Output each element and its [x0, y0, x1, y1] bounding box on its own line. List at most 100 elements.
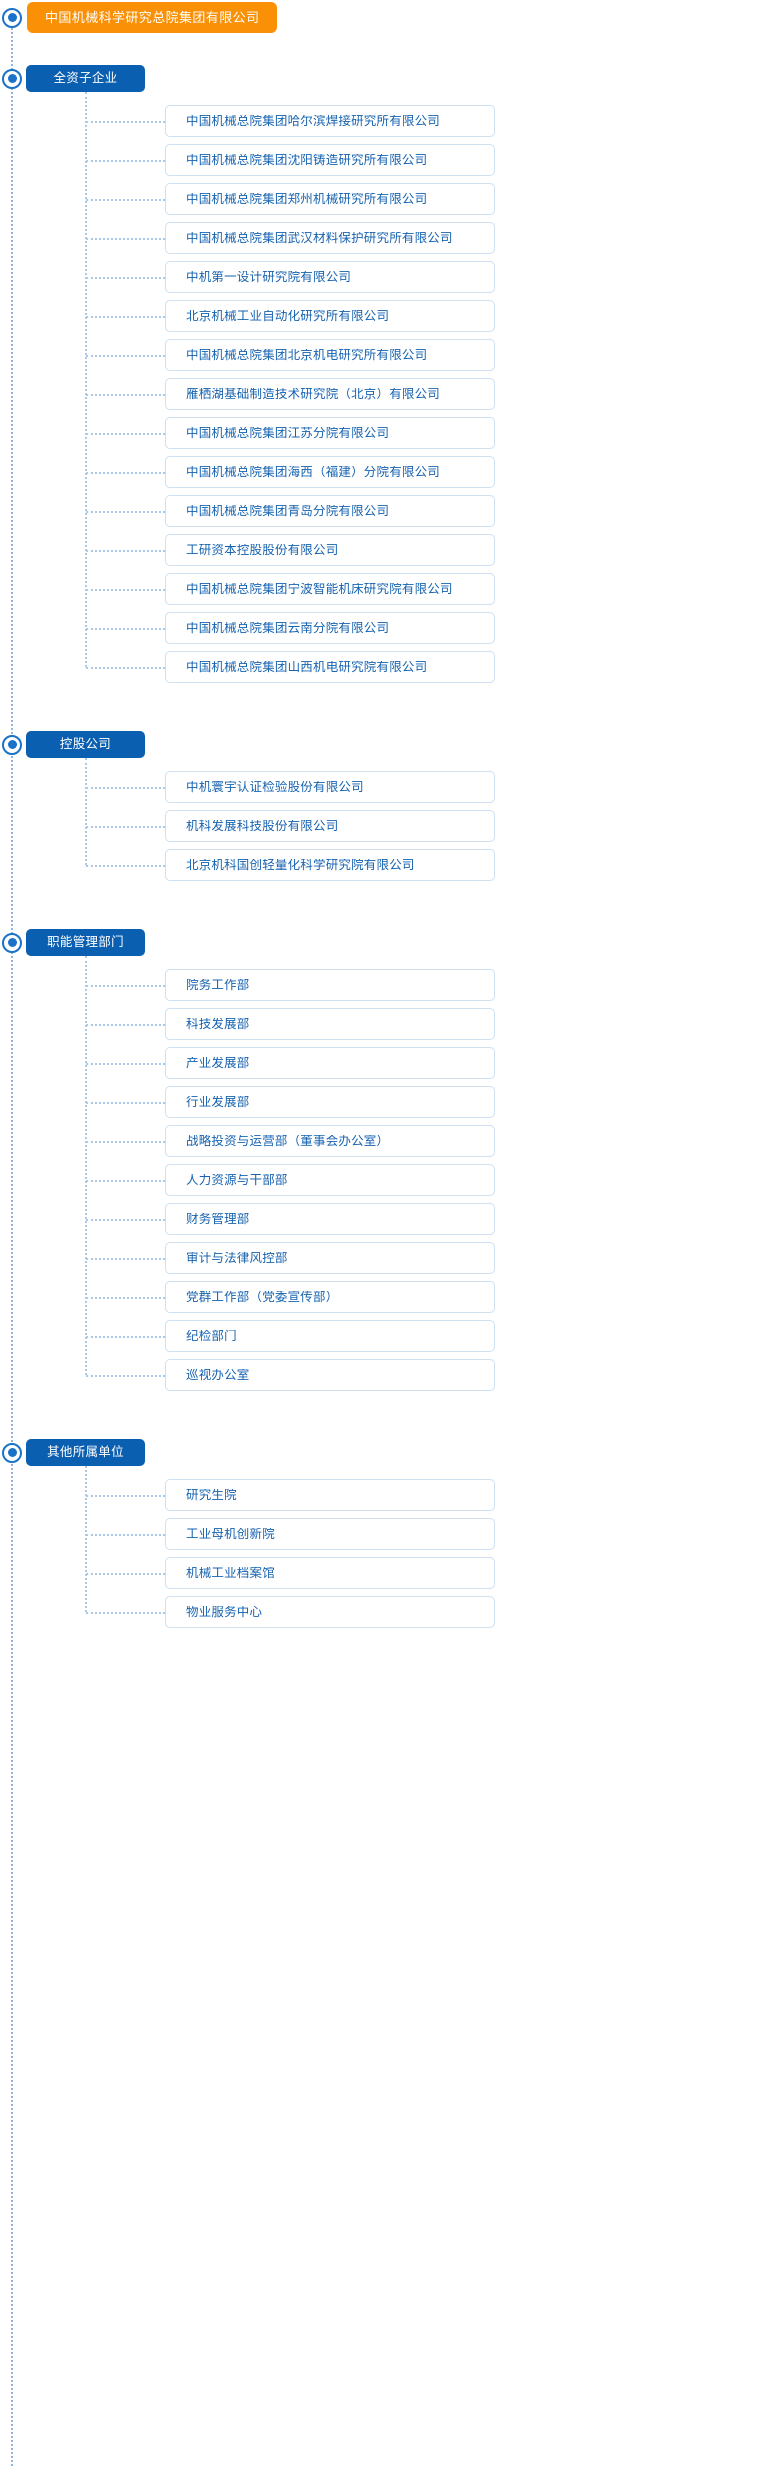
org-item-label: 党群工作部（党委宣传部）: [186, 1290, 339, 1304]
org-item-card[interactable]: 战略投资与运营部（董事会办公室）: [165, 1125, 495, 1157]
org-item-card[interactable]: 工研资本控股股份有限公司: [165, 534, 495, 566]
org-item-card[interactable]: 中国机械总院集团海西（福建）分院有限公司: [165, 456, 495, 488]
branch-connector: [86, 1375, 165, 1377]
org-item-label: 财务管理部: [186, 1212, 250, 1226]
section-header-3[interactable]: 其他所属单位: [26, 1439, 145, 1466]
org-item-label: 中国机械总院集团北京机电研究所有限公司: [186, 348, 428, 362]
org-item-card[interactable]: 人力资源与干部部: [165, 1164, 495, 1196]
org-item-card[interactable]: 科技发展部: [165, 1008, 495, 1040]
org-item-card[interactable]: 雁栖湖基础制造技术研究院（北京）有限公司: [165, 378, 495, 410]
branch-connector: [86, 865, 165, 867]
org-item-label: 北京机科国创轻量化科学研究院有限公司: [186, 858, 415, 872]
spine-marker-section-0: [2, 68, 22, 89]
branch-connector: [86, 472, 165, 474]
org-item-card[interactable]: 北京机械工业自动化研究所有限公司: [165, 300, 495, 332]
org-item-card[interactable]: 巡视办公室: [165, 1359, 495, 1391]
branch-connector: [86, 160, 165, 162]
org-item-card[interactable]: 研究生院: [165, 1479, 495, 1511]
org-item-card[interactable]: 中国机械总院集团宁波智能机床研究院有限公司: [165, 573, 495, 605]
section-header-label-1: 控股公司: [59, 737, 112, 752]
section-header-1[interactable]: 控股公司: [26, 731, 145, 758]
branch-connector: [86, 277, 165, 279]
spine-marker-section-2: [2, 932, 22, 953]
branch-connector: [86, 826, 165, 828]
org-item-card[interactable]: 党群工作部（党委宣传部）: [165, 1281, 495, 1313]
branch-connector: [86, 238, 165, 240]
branch-connector: [86, 1495, 165, 1497]
org-item-card[interactable]: 财务管理部: [165, 1203, 495, 1235]
section-header-2[interactable]: 职能管理部门: [26, 929, 145, 956]
org-item-card[interactable]: 工业母机创新院: [165, 1518, 495, 1550]
branch-connector: [86, 1141, 165, 1143]
org-item-card[interactable]: 行业发展部: [165, 1086, 495, 1118]
root-node-label: 中国机械科学研究总院集团有限公司: [45, 10, 260, 25]
branch-connector: [86, 1063, 165, 1065]
org-item-label: 研究生院: [186, 1488, 237, 1502]
org-item-card[interactable]: 物业服务中心: [165, 1596, 495, 1628]
branch-connector: [86, 1534, 165, 1536]
org-item-label: 中国机械总院集团沈阳铸造研究所有限公司: [186, 153, 428, 167]
branch-connector: [86, 1180, 165, 1182]
org-item-label: 中国机械总院集团青岛分院有限公司: [186, 504, 390, 518]
branch-connector: [86, 433, 165, 435]
timeline-spine: [11, 20, 13, 2466]
branch-connector: [86, 1258, 165, 1260]
org-item-card[interactable]: 北京机科国创轻量化科学研究院有限公司: [165, 849, 495, 881]
branch-connector: [86, 1219, 165, 1221]
org-item-label: 工研资本控股股份有限公司: [186, 543, 339, 557]
org-item-label: 机械工业档案馆: [186, 1566, 275, 1580]
org-item-card[interactable]: 中国机械总院集团武汉材料保护研究所有限公司: [165, 222, 495, 254]
branch-stem: [85, 758, 87, 865]
org-item-label: 雁栖湖基础制造技术研究院（北京）有限公司: [186, 387, 441, 401]
org-item-card[interactable]: 中国机械总院集团北京机电研究所有限公司: [165, 339, 495, 371]
org-item-card[interactable]: 中国机械总院集团沈阳铸造研究所有限公司: [165, 144, 495, 176]
org-item-card[interactable]: 中国机械总院集团青岛分院有限公司: [165, 495, 495, 527]
org-item-label: 中国机械总院集团宁波智能机床研究院有限公司: [186, 582, 453, 596]
branch-connector: [86, 550, 165, 552]
branch-connector: [86, 199, 165, 201]
org-item-card[interactable]: 中机第一设计研究院有限公司: [165, 261, 495, 293]
org-item-card[interactable]: 中国机械总院集团哈尔滨焊接研究所有限公司: [165, 105, 495, 137]
branch-connector: [86, 985, 165, 987]
branch-connector: [86, 787, 165, 789]
section-header-0[interactable]: 全资子企业: [26, 65, 145, 92]
org-item-card[interactable]: 中国机械总院集团山西机电研究院有限公司: [165, 651, 495, 683]
branch-connector: [86, 394, 165, 396]
org-item-card[interactable]: 院务工作部: [165, 969, 495, 1001]
spine-marker-root: [2, 7, 22, 28]
org-item-label: 科技发展部: [186, 1017, 250, 1031]
org-item-card[interactable]: 中国机械总院集团江苏分院有限公司: [165, 417, 495, 449]
org-item-card[interactable]: 机械工业档案馆: [165, 1557, 495, 1589]
org-item-card[interactable]: 审计与法律风控部: [165, 1242, 495, 1274]
org-item-label: 人力资源与干部部: [186, 1173, 288, 1187]
spine-marker-section-1: [2, 734, 22, 755]
branch-connector: [86, 628, 165, 630]
org-item-card[interactable]: 机科发展科技股份有限公司: [165, 810, 495, 842]
branch-stem: [85, 956, 87, 1375]
org-item-label: 纪检部门: [186, 1329, 237, 1343]
org-item-label: 产业发展部: [186, 1056, 250, 1070]
org-item-label: 中机寰宇认证检验股份有限公司: [186, 780, 364, 794]
org-item-label: 中国机械总院集团武汉材料保护研究所有限公司: [186, 231, 453, 245]
org-item-label: 战略投资与运营部（董事会办公室）: [186, 1134, 390, 1148]
branch-connector: [86, 589, 165, 591]
org-item-card[interactable]: 纪检部门: [165, 1320, 495, 1352]
org-item-card[interactable]: 产业发展部: [165, 1047, 495, 1079]
branch-connector: [86, 511, 165, 513]
branch-stem: [85, 92, 87, 667]
branch-connector: [86, 355, 165, 357]
org-item-label: 中国机械总院集团哈尔滨焊接研究所有限公司: [186, 114, 441, 128]
org-item-card[interactable]: 中国机械总院集团郑州机械研究所有限公司: [165, 183, 495, 215]
org-item-label: 中国机械总院集团山西机电研究院有限公司: [186, 660, 428, 674]
org-item-card[interactable]: 中国机械总院集团云南分院有限公司: [165, 612, 495, 644]
org-item-label: 工业母机创新院: [186, 1527, 275, 1541]
root-node[interactable]: 中国机械科学研究总院集团有限公司: [27, 2, 278, 33]
branch-connector: [86, 667, 165, 669]
org-item-card[interactable]: 中机寰宇认证检验股份有限公司: [165, 771, 495, 803]
branch-connector: [86, 1573, 165, 1575]
branch-connector: [86, 1336, 165, 1338]
org-item-label: 中国机械总院集团江苏分院有限公司: [186, 426, 390, 440]
org-item-label: 审计与法律风控部: [186, 1251, 288, 1265]
org-item-label: 行业发展部: [186, 1095, 250, 1109]
org-item-label: 北京机械工业自动化研究所有限公司: [186, 309, 390, 323]
